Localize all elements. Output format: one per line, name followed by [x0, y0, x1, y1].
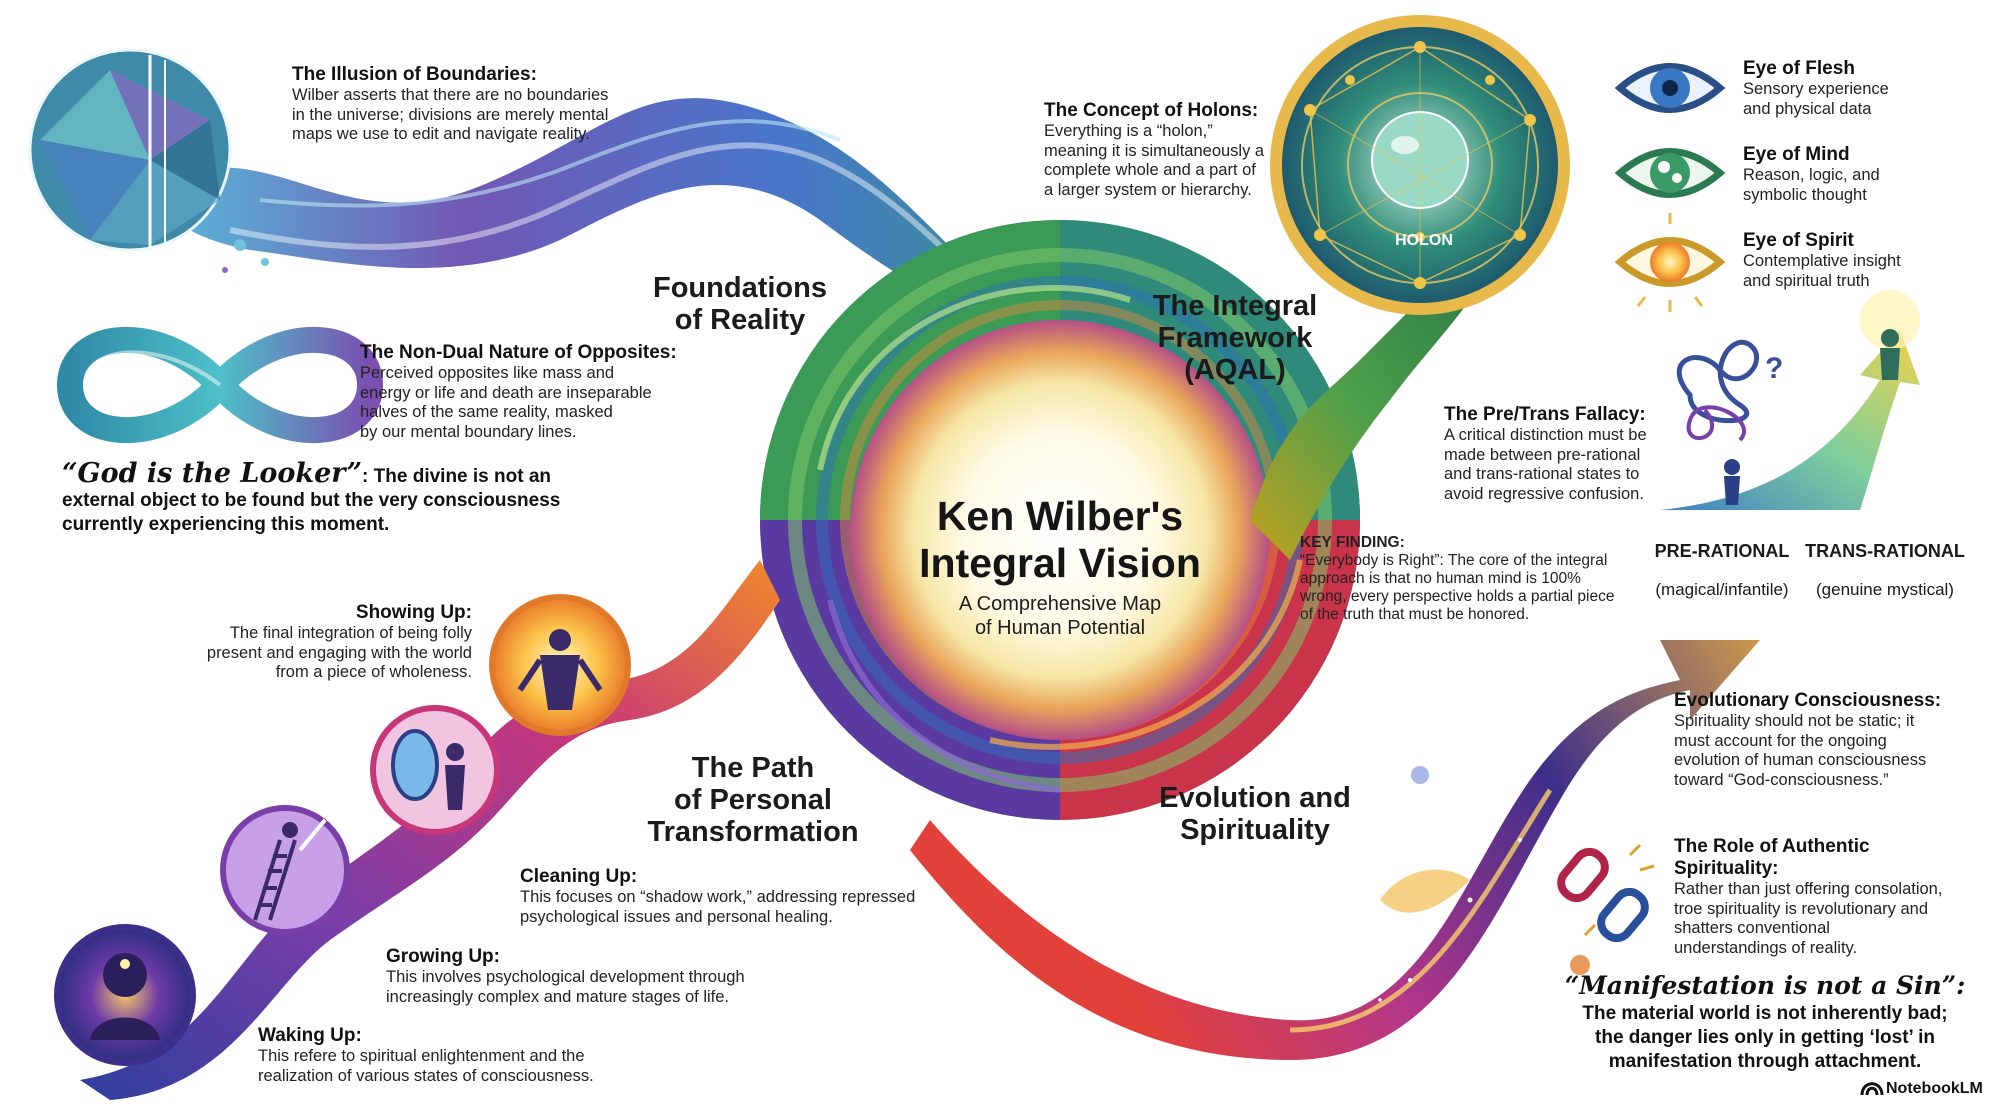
showing-up-icon — [489, 594, 631, 736]
eye-spirit-text: Contemplative insight and spiritual trut… — [1743, 252, 1901, 290]
waking-up-title: Waking Up: — [258, 1025, 362, 1046]
key-finding-text: “Everybody is Right”: The core of the in… — [1300, 552, 1615, 623]
holon-sphere-label: HOLON — [1395, 232, 1453, 249]
cleaning-up-title: Cleaning Up: — [520, 866, 638, 887]
trans-rational-sub: (genuine mystical) — [1816, 580, 1954, 599]
pretrans-text: A critical distinction must be made betw… — [1444, 426, 1647, 503]
integral-ribbon — [1250, 280, 1470, 560]
showing-up-title: Showing Up: — [355, 602, 472, 623]
section-integral-framework: The Integral Framework (AQAL) — [1152, 290, 1318, 386]
nondual-text: Perceived opposites like mass and energy… — [360, 364, 652, 441]
key-finding: KEY FINDING: “Everybody is Right”: The c… — [1300, 534, 1630, 624]
holon-sphere-icon — [1270, 15, 1570, 315]
growing-up-text: This involves psychological development … — [386, 968, 745, 1006]
key-finding-label: KEY FINDING: — [1300, 534, 1405, 551]
evolutionary-consciousness: Evolutionary Consciousness: Spirituality… — [1674, 690, 1964, 790]
step-growing-up: Growing Up: This involves psychological … — [386, 946, 806, 1007]
eye-flesh-title: Eye of Flesh — [1743, 58, 1855, 79]
eye-mind-title: Eye of Mind — [1743, 144, 1850, 165]
eye-flesh-text: Sensory experience and physical data — [1743, 80, 1889, 118]
eye-mind-text: Reason, logic, and symbolic thought — [1743, 166, 1880, 204]
manifest-quote-script: “Manifestation is not a Sin”: — [1564, 971, 1966, 1000]
center-title: Ken Wilber's Integral Vision — [919, 493, 1201, 586]
holons-text: Everything is a “holon,” meaning it is s… — [1044, 122, 1265, 199]
eye-of-mind-icon — [1614, 148, 1726, 198]
eye-spirit-title: Eye of Spirit — [1743, 230, 1854, 251]
god-quote-text: : The divine is not an external object t… — [62, 466, 561, 535]
eye-of-mind: Eye of Mind Reason, logic, and symbolic … — [1743, 144, 1983, 205]
nondual-title: The Non-Dual Nature of Opposites: — [360, 342, 677, 363]
trans-rational-title: TRANS-RATIONAL — [1805, 541, 1965, 561]
pre-trans-fallacy: The Pre/Trans Fallacy: A critical distin… — [1444, 404, 1674, 504]
authentic-title: The Role of Authentic Spirituality: — [1674, 836, 1870, 879]
holons-title: The Concept of Holons: — [1044, 100, 1259, 121]
trans-rational-label: TRANS-RATIONAL (genuine mystical) — [1800, 522, 1970, 618]
pre-rational-sub: (magical/infantile) — [1655, 580, 1789, 599]
infinity-ribbon-icon — [57, 327, 383, 443]
authentic-spirituality: The Role of Authentic Spirituality: Rath… — [1674, 836, 1974, 958]
illusion-of-boundaries: The Illusion of Boundaries: Wilber asser… — [292, 64, 652, 145]
growing-up-title: Growing Up: — [386, 946, 500, 967]
god-is-the-looker-quote: “God is the Looker”: The divine is not a… — [62, 458, 582, 537]
non-dual-opposites: The Non-Dual Nature of Opposites: Percei… — [360, 342, 700, 442]
evolutionary-text: Spirituality should not be static; it mu… — [1674, 712, 1927, 789]
brand-label: NotebookLM — [1886, 1080, 1983, 1097]
pretrans-title: The Pre/Trans Fallacy: — [1444, 404, 1646, 425]
evolution-ribbon — [910, 640, 1760, 1060]
notebooklm-logo-icon — [1860, 1082, 1884, 1096]
eye-of-spirit: Eye of Spirit Contemplative insight and … — [1743, 230, 1983, 291]
pre-rational-title: PRE-RATIONAL — [1654, 541, 1790, 561]
cleaning-up-text: This focuses on “shadow work,” addressin… — [520, 888, 916, 926]
manifestation-quote: “Manifestation is not a Sin”: The materi… — [1560, 970, 1970, 1074]
center-subtitle: A Comprehensive Map of Human Potential — [958, 593, 1162, 639]
growing-up-icon — [220, 805, 350, 935]
authentic-text: Rather than just offering consolation, t… — [1674, 880, 1943, 957]
step-showing-up: Showing Up: The final integration of bei… — [182, 602, 472, 683]
broken-chain-icon — [1557, 843, 1655, 943]
waking-up-icon — [54, 924, 196, 1066]
foundations-wave — [150, 98, 1050, 330]
concept-of-holons: The Concept of Holons: Everything is a “… — [1044, 100, 1304, 200]
cleaning-up-icon — [370, 705, 500, 835]
waking-up-text: This refere to spiritual enlightenment a… — [258, 1047, 594, 1085]
god-quote-script: “God is the Looker” — [62, 458, 363, 489]
illusion-text: Wilber asserts that there are no boundar… — [292, 86, 609, 143]
eye-of-flesh: Eye of Flesh Sensory experience and phys… — [1743, 58, 1983, 119]
evolutionary-title: Evolutionary Consciousness: — [1674, 690, 1942, 711]
pre-trans-illustration: ? — [1660, 290, 1920, 510]
eye-of-flesh-icon — [1614, 63, 1726, 113]
step-cleaning-up: Cleaning Up: This focuses on “shadow wor… — [520, 866, 940, 927]
section-evolution-spirituality: Evolution and Spirituality — [1159, 782, 1351, 846]
manifest-quote-text: The material world is not inherently bad… — [1582, 1003, 1948, 1072]
crystal-sphere-icon — [28, 48, 232, 252]
svg-text:?: ? — [1765, 352, 1783, 385]
step-waking-up: Waking Up: This refere to spiritual enli… — [258, 1025, 678, 1086]
section-foundations: Foundations of Reality — [653, 272, 827, 336]
section-path-transformation: The Path of Personal Transformation — [647, 752, 859, 848]
pre-rational-label: PRE-RATIONAL (magical/infantile) — [1638, 522, 1806, 618]
showing-up-text: The final integration of being folly pre… — [206, 624, 472, 681]
eye-of-spirit-icon — [1614, 213, 1726, 312]
illusion-title: The Illusion of Boundaries: — [292, 64, 537, 85]
